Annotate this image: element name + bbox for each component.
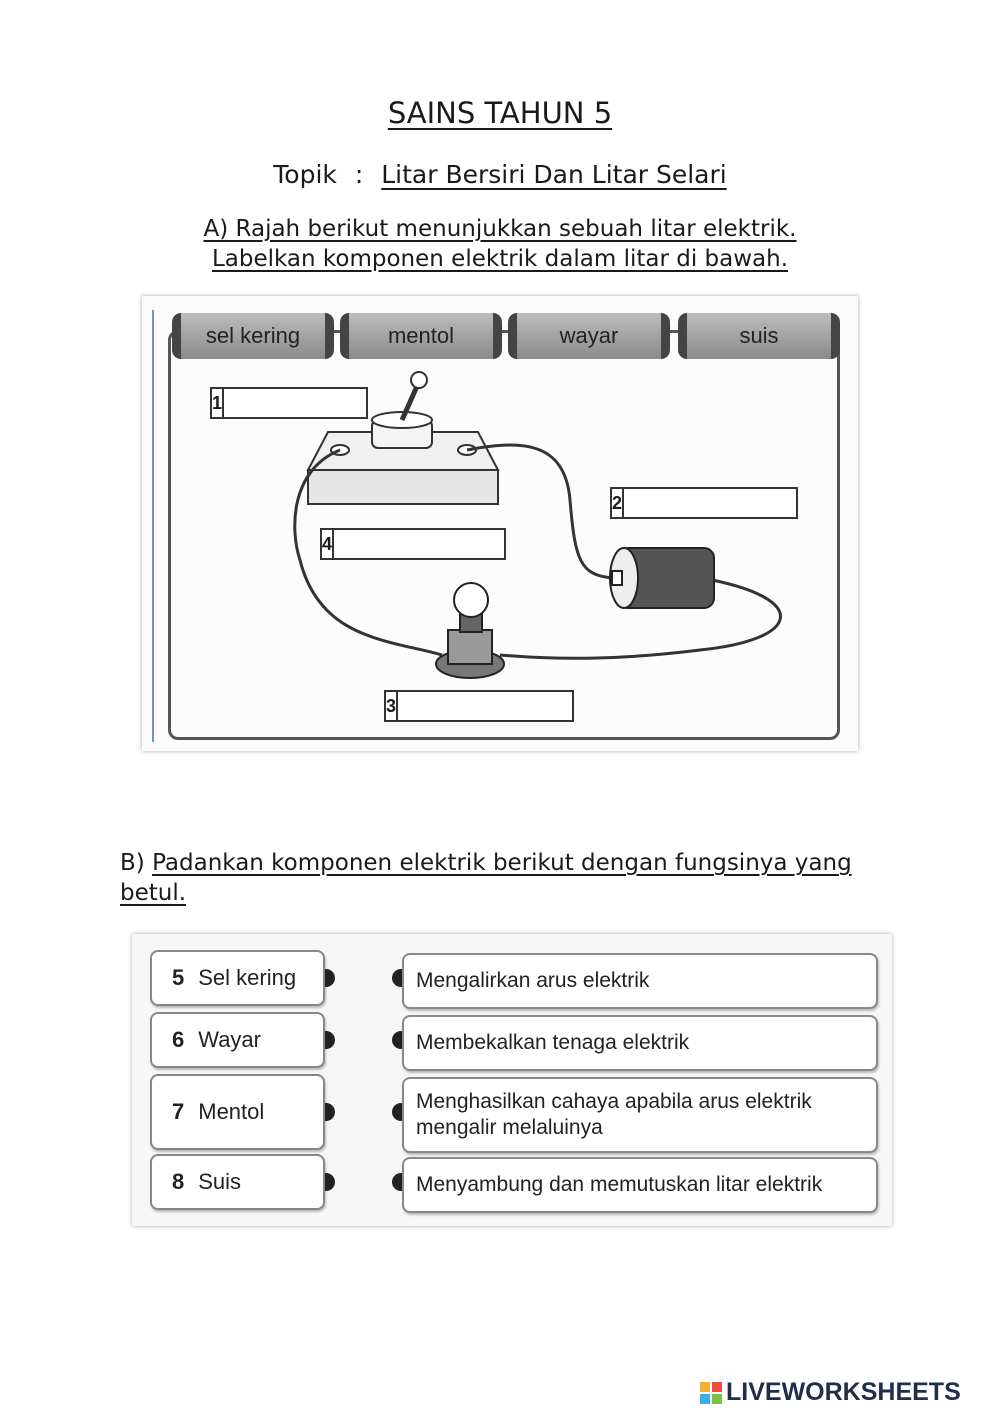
topic-value: Litar Bersiri Dan Litar Selari [381, 160, 727, 189]
figure-margin-line [152, 310, 154, 742]
component-name: Suis [198, 1169, 242, 1194]
label-input-3[interactable] [398, 692, 618, 720]
topic-line: Topik : Litar Bersiri Dan Litar Selari [0, 160, 1000, 189]
label-number-2: 2 [612, 489, 625, 517]
component-number: 6 [172, 1027, 185, 1052]
function-box-4: Menyambung dan memutuskan litar elektrik [402, 1157, 878, 1213]
topic-label: Topik [273, 160, 337, 189]
match-point-7[interactable] [325, 1103, 335, 1121]
match-point-8[interactable] [325, 1173, 335, 1191]
part-b-text: Padankan komponen elektrik berikut denga… [120, 850, 852, 906]
word-bank-mentol: mentol [340, 313, 502, 359]
component-name: Sel kering [198, 965, 297, 990]
brand-name: LIVEWORKSHEETS [726, 1378, 961, 1406]
component-name: Wayar [198, 1027, 261, 1052]
function-box-1: Mengalirkan arus elektrik [402, 953, 878, 1009]
label-input-4[interactable] [334, 530, 554, 558]
logo-icon [700, 1381, 722, 1404]
label-box-4: 4 [320, 528, 554, 560]
label-box-1: 1 [210, 387, 444, 419]
part-a-instruction: A) Rajah berikut menunjukkan sebuah lita… [140, 214, 860, 274]
match-target-3[interactable] [392, 1103, 402, 1121]
component-box-6: 6 Wayar [150, 1012, 325, 1068]
match-target-2[interactable] [392, 1031, 402, 1049]
label-box-3: 3 [384, 690, 618, 722]
function-box-3: Menghasilkan cahaya apabila arus elektri… [402, 1077, 878, 1153]
worksheet-title: SAINS TAHUN 5 [387, 96, 613, 130]
part-b-prefix: B) [120, 850, 145, 876]
match-target-1[interactable] [392, 969, 402, 987]
component-number: 5 [172, 965, 185, 990]
part-a-instruction-line2: Labelkan komponen elektrik dalam litar d… [211, 246, 789, 272]
word-bank-sel-kering: sel kering [172, 313, 334, 359]
liveworksheets-logo: LIVEWORKSHEETS [700, 1378, 961, 1407]
label-number-3: 3 [386, 692, 399, 720]
match-point-5[interactable] [325, 969, 335, 987]
match-target-4[interactable] [392, 1173, 402, 1191]
function-box-2: Membekalkan tenaga elektrik [402, 1015, 878, 1071]
component-box-8: 8 Suis [150, 1154, 325, 1210]
topic-separator: : [354, 160, 364, 189]
component-number: 8 [172, 1169, 185, 1194]
label-input-2[interactable] [624, 489, 844, 517]
match-point-6[interactable] [325, 1031, 335, 1049]
word-bank-suis: suis [678, 313, 840, 359]
part-b-instruction: B) Padankan komponen elektrik berikut de… [120, 848, 860, 908]
component-box-5: 5 Sel kering [150, 950, 325, 1006]
part-a-instruction-line1: A) Rajah berikut menunjukkan sebuah lita… [203, 216, 797, 242]
word-bank-wayar: wayar [508, 313, 670, 359]
label-box-2: 2 [610, 487, 844, 519]
component-box-7: 7 Mentol [150, 1074, 325, 1150]
label-number-4: 4 [322, 530, 335, 558]
label-number-1: 1 [212, 389, 225, 417]
component-name: Mentol [198, 1099, 265, 1124]
label-input-1[interactable] [224, 389, 444, 417]
component-number: 7 [172, 1099, 185, 1124]
